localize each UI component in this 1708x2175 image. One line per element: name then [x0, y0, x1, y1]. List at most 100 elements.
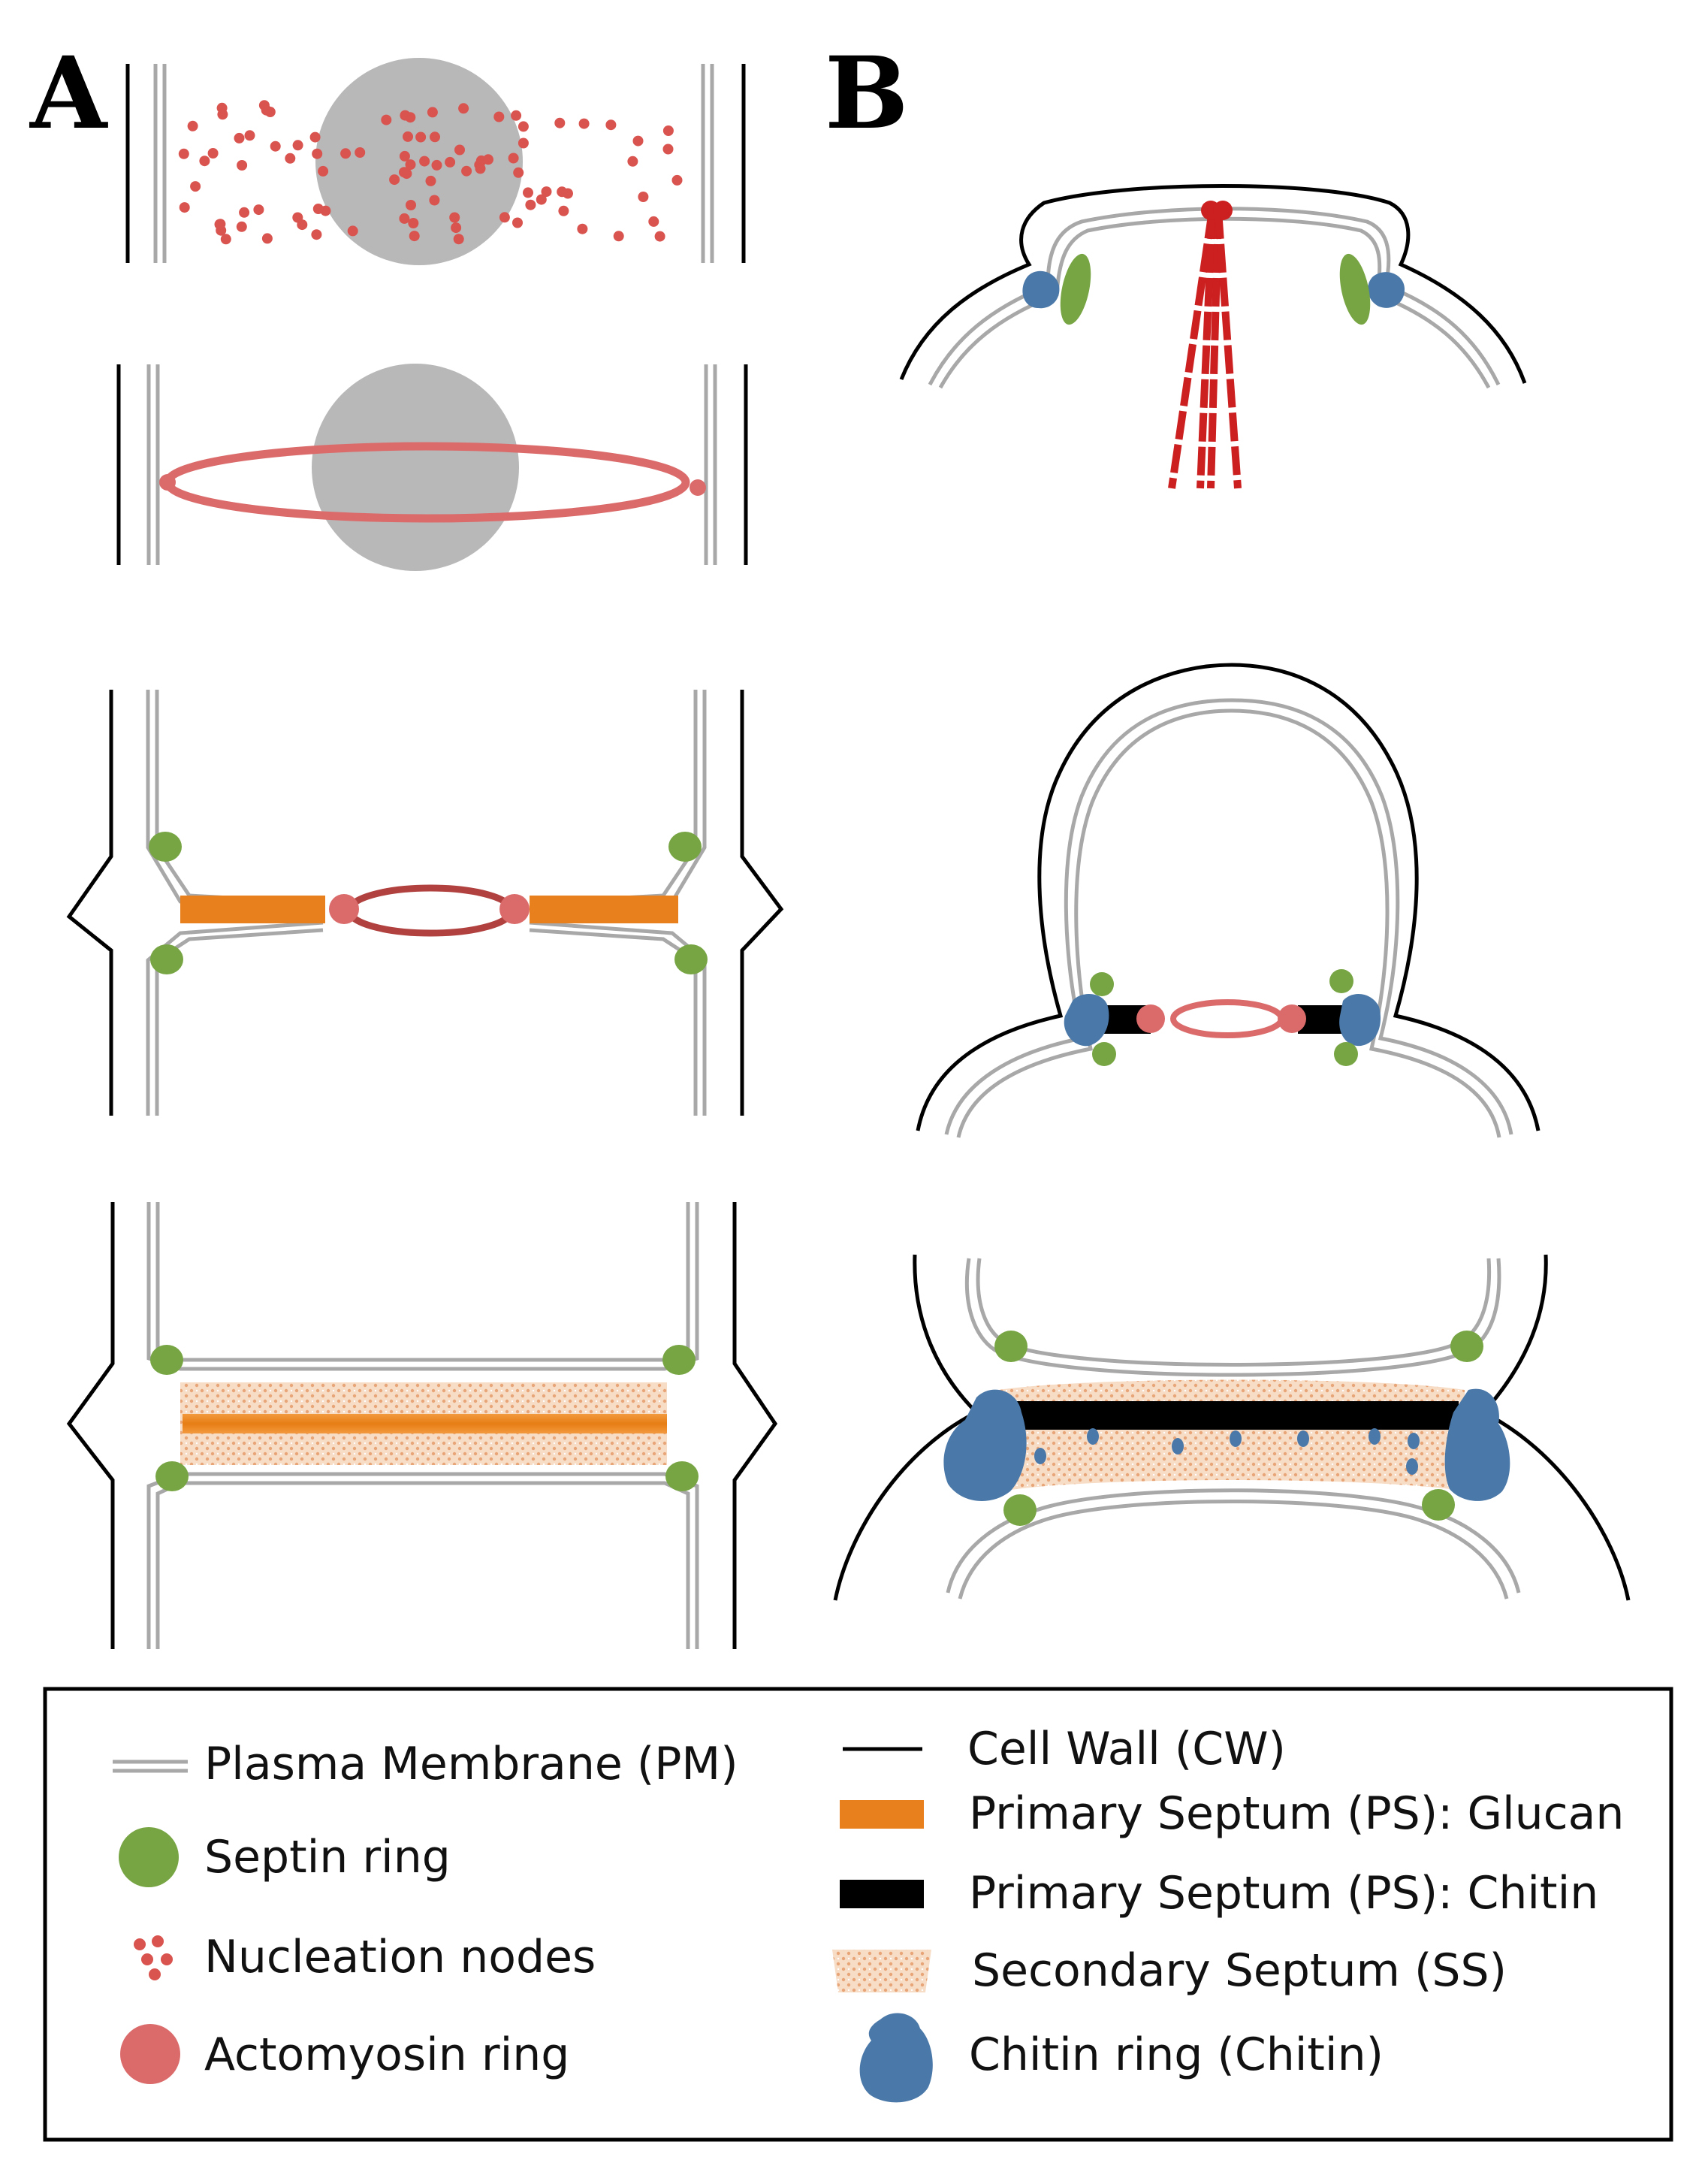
nucleation-node — [512, 217, 523, 228]
nucleation-node — [648, 216, 659, 227]
nucleation-node — [430, 131, 440, 143]
legend-label-ps-chitin: Primary Septum (PS): Chitin — [969, 1867, 1598, 1920]
nucleation-node — [312, 204, 324, 214]
nucleation-node — [253, 204, 264, 216]
nucleation-node — [499, 212, 510, 223]
nucleation-node — [258, 100, 270, 111]
nucleation-node — [347, 225, 358, 237]
chitin-ring-right — [1368, 272, 1405, 308]
plasma-membrane — [146, 1202, 699, 1649]
nucleation-node — [399, 167, 409, 178]
legend-item-nucleation-nodes: Nucleation nodes — [134, 1931, 596, 1983]
legend-label-actomyosin-ring: Actomyosin ring — [204, 2028, 569, 2081]
nucleation-node — [508, 153, 519, 164]
nucleation-node — [237, 160, 248, 171]
septin-dot — [1334, 1042, 1358, 1066]
nucleation-node — [493, 111, 505, 122]
chitin-ring-swatch — [859, 2013, 933, 2103]
nucleation-node — [292, 212, 303, 223]
nucleation-node — [187, 120, 198, 131]
cell-wall — [833, 1254, 980, 1601]
legend-item-ps-glucan: Primary Septum (PS): Glucan — [840, 1787, 1624, 1840]
ps-chitin-swatch — [840, 1880, 924, 1908]
nucleation-node — [261, 233, 273, 244]
nucleation-node — [577, 223, 588, 234]
stage-a3-ring-constriction — [66, 690, 784, 1116]
legend-item-secondary-septum: Secondary Septum (SS) — [832, 1944, 1507, 1997]
nucleation-node — [214, 219, 225, 230]
nucleation-node — [662, 143, 674, 155]
primary-septum-chitin — [1015, 1401, 1459, 1430]
nucleation-node — [355, 147, 366, 158]
septin-dot — [1090, 972, 1114, 996]
nucleation-nodes — [178, 100, 683, 245]
nucleation-node — [415, 131, 427, 143]
nucleation-node — [381, 114, 392, 125]
stage-a4-secondary-septum — [66, 1202, 778, 1649]
panel-label-b: B — [825, 35, 909, 152]
nucleation-node — [518, 121, 529, 132]
nucleation-node — [429, 195, 440, 206]
nucleation-node — [461, 165, 472, 177]
septin-dot — [150, 944, 183, 974]
panel-b — [833, 184, 1631, 1601]
septin-dot — [662, 1345, 696, 1375]
nucleation-node — [451, 222, 462, 234]
legend-label-chitin-ring: Chitin ring (Chitin) — [969, 2028, 1384, 2081]
nucleus — [312, 364, 519, 571]
nucleation-node — [179, 202, 190, 213]
secondary-septum-swatch — [832, 1950, 931, 1992]
septin-dot — [150, 1345, 183, 1375]
nucleation-node — [541, 186, 552, 198]
plasma-membrane — [946, 1258, 1521, 1600]
panel-a — [66, 58, 784, 1649]
ring-anchor-left — [1136, 1004, 1165, 1033]
nucleation-node — [513, 167, 524, 178]
nucleation-node — [458, 103, 469, 114]
ring-anchor-right — [1278, 1004, 1306, 1033]
nucleation-node — [399, 150, 410, 162]
septin-dot — [1450, 1331, 1483, 1362]
chitin-ring-right — [1444, 1388, 1510, 1501]
legend-label-plasma-membrane: Plasma Membrane (PM) — [204, 1738, 738, 1790]
cell-wall-left — [66, 690, 113, 1116]
primary-septum-glucan-left — [180, 896, 325, 923]
nucleation-node — [236, 221, 247, 232]
septin-dot — [1339, 253, 1371, 325]
nucleation-node — [190, 181, 201, 192]
legend: Plasma Membrane (PM) Septin ring Nucleat… — [43, 1687, 1673, 2142]
cell-wall-right — [732, 1202, 778, 1649]
ring-anchor-left — [159, 474, 176, 491]
nucleation-node — [557, 186, 568, 198]
nucleation-node — [449, 212, 460, 223]
legend-item-actomyosin-ring: Actomyosin ring — [120, 2024, 569, 2084]
nucleation-node — [536, 194, 547, 205]
nucleation-node — [605, 119, 617, 131]
nucleation-node — [178, 148, 189, 159]
nucleation-node — [318, 165, 329, 177]
ring-anchor-right — [690, 479, 706, 496]
nucleation-node — [408, 218, 419, 228]
ring-anchor-left — [329, 894, 359, 924]
plasma-membrane — [944, 698, 1513, 1138]
nucleation-node — [453, 234, 464, 245]
chitin-ring-left — [943, 1389, 1027, 1501]
primary-septum-glucan-right — [530, 896, 678, 923]
septin-dot — [1003, 1494, 1037, 1526]
nucleation-node — [311, 229, 322, 240]
nucleation-node — [292, 140, 303, 151]
cell-wall-left — [66, 1202, 115, 1649]
nucleation-node — [406, 200, 416, 210]
legend-item-ps-chitin: Primary Septum (PS): Chitin — [840, 1867, 1598, 1920]
nucleation-node — [427, 107, 438, 118]
nucleation-node — [312, 148, 323, 159]
stage-a2-actomyosin-ring — [116, 364, 748, 571]
nucleation-node — [244, 130, 255, 141]
nucleation-node — [431, 159, 442, 171]
ring-anchor-right — [499, 894, 530, 924]
nucleation-node — [419, 156, 430, 167]
septin-dot — [149, 832, 182, 862]
nucleation-node — [403, 131, 413, 142]
nucleation-node — [632, 135, 644, 147]
nucleation-node — [475, 163, 486, 174]
